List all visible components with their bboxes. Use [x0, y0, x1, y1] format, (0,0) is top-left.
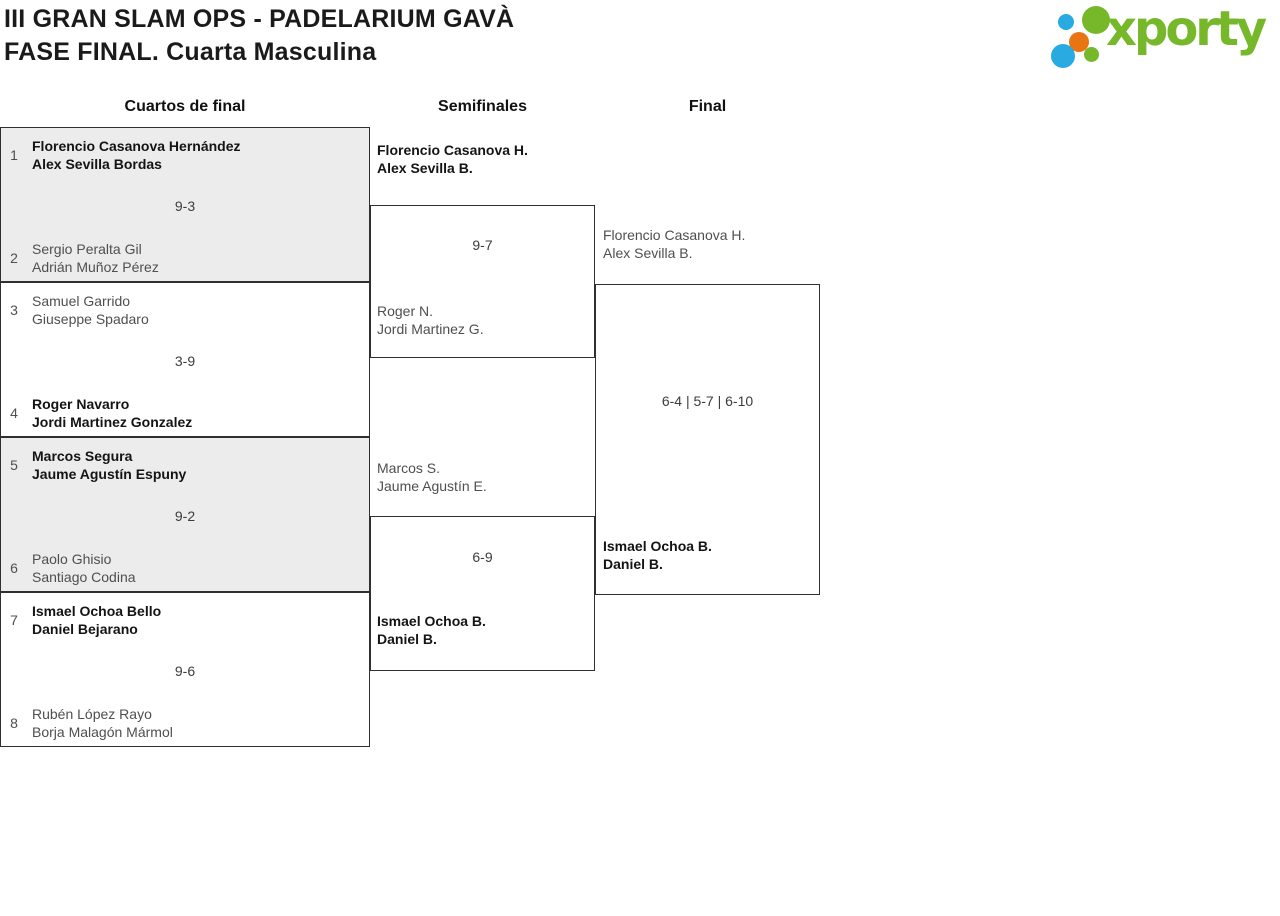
logo-dot-green-large-icon	[1082, 6, 1110, 34]
player-line: Paolo Ghisio	[32, 551, 112, 567]
team-name: Marcos Segura Jaume Agustín Espuny	[32, 447, 186, 483]
match-box-semifinal-2	[370, 516, 595, 671]
team-name: Ismael Ochoa Bello Daniel Bejarano	[32, 602, 161, 638]
player-line: Jaume Agustín Espuny	[32, 466, 187, 482]
player-line: Marcos S.	[377, 460, 441, 476]
match-box-final	[595, 284, 820, 595]
player-line: Roger N.	[377, 303, 434, 319]
logo-dot-green-small-icon	[1084, 47, 1099, 62]
team-name: Florencio Casanova Hernández Alex Sevill…	[32, 137, 241, 173]
seed-number: 1	[10, 147, 18, 163]
player-line: Florencio Casanova H.	[603, 227, 746, 243]
player-line: Sergio Peralta Gil	[32, 241, 142, 257]
player-line: Ismael Ochoa Bello	[32, 603, 162, 619]
match-box-quarterfinal-1: 1 Florencio Casanova Hernández Alex Sevi…	[0, 127, 370, 282]
match-score: 9-2	[174, 508, 196, 524]
player-line: Rubén López Rayo	[32, 706, 152, 722]
team-name: Ismael Ochoa B. Daniel B.	[603, 537, 712, 573]
title-line-2: FASE FINAL. Cuarta Masculina	[4, 38, 377, 66]
player-line: Daniel B.	[603, 556, 663, 572]
seed-number: 8	[10, 715, 18, 731]
player-line: Jaume Agustín E.	[377, 478, 487, 494]
team-name: Samuel Garrido Giuseppe Spadaro	[32, 292, 149, 328]
team-name: Roger Navarro Jordi Martinez Gonzalez	[32, 395, 192, 431]
player-line: Alex Sevilla B.	[377, 160, 473, 176]
player-line: Alex Sevilla B.	[603, 245, 693, 261]
title-line-1: III GRAN SLAM OPS - PADELARIUM GAVÀ	[4, 5, 515, 33]
seed-number: 2	[10, 250, 18, 266]
player-line: Daniel Bejarano	[32, 621, 138, 637]
seed-number: 7	[10, 612, 18, 628]
player-line: Marcos Segura	[32, 448, 133, 464]
team-name: Roger N. Jordi Martinez G.	[377, 302, 484, 338]
player-line: Jordi Martinez Gonzalez	[32, 414, 193, 430]
team-name: Florencio Casanova H. Alex Sevilla B.	[603, 226, 745, 262]
player-line: Ismael Ochoa B.	[603, 538, 712, 554]
team-name: Sergio Peralta Gil Adrián Muñoz Pérez	[32, 240, 159, 276]
match-score: 9-3	[174, 198, 196, 214]
match-box-quarterfinal-3: 5 Marcos Segura Jaume Agustín Espuny 9-2…	[0, 437, 370, 592]
player-line: Alex Sevilla Bordas	[32, 156, 162, 172]
team-name: Florencio Casanova H. Alex Sevilla B.	[377, 141, 528, 177]
seed-number: 5	[10, 457, 18, 473]
player-line: Giuseppe Spadaro	[32, 311, 149, 327]
round-header-semifinales: Semifinales	[438, 98, 527, 115]
logo-wordmark: xporty	[1106, 1, 1267, 57]
match-box-semifinal-1	[370, 205, 595, 358]
page-title: III GRAN SLAM OPS - PADELARIUM GAVÀ FASE…	[4, 3, 514, 69]
match-score: 9-7	[472, 237, 493, 253]
player-line: Roger Navarro	[32, 396, 130, 412]
seed-number: 6	[10, 560, 18, 576]
match-box-quarterfinal-2: 3 Samuel Garrido Giuseppe Spadaro 3-9 4 …	[0, 282, 370, 437]
player-line: Florencio Casanova H.	[377, 142, 528, 158]
player-line: Daniel B.	[377, 631, 437, 647]
round-header-cuartos-de-final: Cuartos de final	[124, 98, 246, 115]
match-score: 6-4 | 5-7 | 6-10	[661, 393, 754, 409]
team-name: Ismael Ochoa B. Daniel B.	[377, 612, 486, 648]
round-header-final: Final	[688, 98, 727, 115]
player-line: Santiago Codina	[32, 569, 136, 585]
player-line: Florencio Casanova Hernández	[32, 138, 241, 154]
player-line: Jordi Martinez G.	[377, 321, 484, 337]
xporty-logo[interactable]: xporty	[1048, 1, 1278, 74]
match-score: 6-9	[472, 549, 493, 565]
seed-number: 3	[10, 302, 18, 318]
match-score: 9-6	[174, 663, 196, 679]
match-score: 3-9	[174, 353, 196, 369]
player-line: Borja Malagón Mármol	[32, 724, 173, 740]
seed-number: 4	[10, 405, 18, 421]
player-line: Ismael Ochoa B.	[377, 613, 486, 629]
team-name: Rubén López Rayo Borja Malagón Mármol	[32, 705, 173, 741]
match-box-quarterfinal-4: 7 Ismael Ochoa Bello Daniel Bejarano 9-6…	[0, 592, 370, 747]
team-name: Paolo Ghisio Santiago Codina	[32, 550, 136, 586]
logo-dot-blue-small-icon	[1058, 14, 1074, 30]
logo-dot-orange-icon	[1069, 32, 1089, 52]
team-name: Marcos S. Jaume Agustín E.	[377, 459, 487, 495]
player-line: Samuel Garrido	[32, 293, 131, 309]
logo-dot-blue-large-icon	[1051, 44, 1075, 68]
player-line: Adrián Muñoz Pérez	[32, 259, 159, 275]
